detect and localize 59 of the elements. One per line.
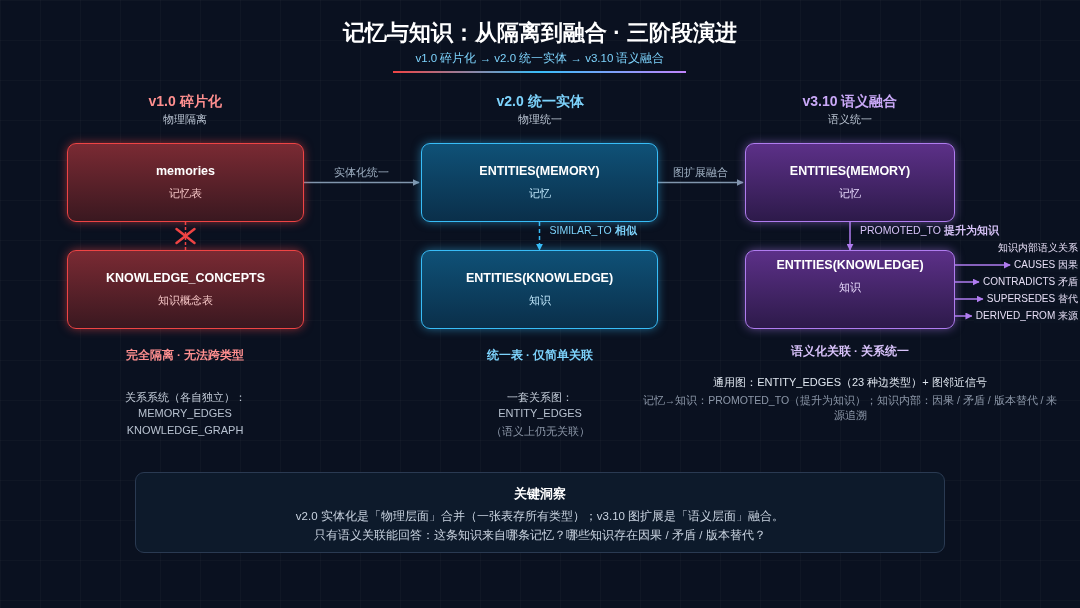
arrow — [303, 179, 420, 186]
edge-label: SIMILAR_TO 相似 — [548, 224, 638, 238]
table-box — [421, 143, 658, 222]
arrow — [954, 278, 980, 286]
column-subheading: 语义统一 — [828, 112, 872, 127]
box-subtitle: 记忆表 — [169, 186, 202, 201]
table-box — [67, 250, 304, 329]
column-heading: v2.0 统一实体 — [496, 93, 584, 111]
relation-label: DERIVED_FROM 来源 — [973, 309, 1078, 323]
box-title: ENTITIES(KNOWLEDGE) — [465, 271, 614, 285]
edge-label: 图扩展融合 — [672, 165, 729, 180]
dashed-line — [184, 221, 187, 251]
column-heading: v3.10 语义融合 — [802, 93, 898, 111]
relation-label: CONTRADICTS 矛盾 — [981, 275, 1078, 289]
box-subtitle: 知识 — [528, 293, 551, 308]
relation-label: SUPERSEDES 替代 — [984, 292, 1078, 306]
edge-label: PROMOTED_TO 提升为知识 — [859, 224, 1000, 238]
box-title: KNOWLEDGE_CONCEPTS — [105, 271, 265, 285]
box-title: ENTITIES(MEMORY) — [789, 164, 911, 178]
panel-heading: 关键洞察 — [514, 485, 566, 503]
table-box — [421, 250, 658, 329]
summary-text: 统一表 · 仅简单关联 — [486, 348, 594, 363]
box-subtitle: 记忆 — [839, 186, 861, 201]
table-box — [67, 143, 304, 222]
box-title: memories — [155, 164, 216, 178]
column-heading: v1.0 碎片化 — [148, 93, 222, 111]
title: 记忆与知识：从隔离到融合 · 三阶段演进 — [343, 19, 737, 47]
note-text: 一套关系图： — [507, 390, 573, 405]
box-title: ENTITIES(MEMORY) — [479, 164, 600, 178]
arrow — [954, 312, 973, 320]
column-subheading: 物理统一 — [518, 112, 562, 127]
table-box — [745, 143, 955, 222]
note-text: 关系系统（各自独立）： — [124, 390, 246, 405]
box-subtitle: 知识概念表 — [158, 293, 213, 308]
summary-text: 完全隔离 · 无法跨类型 — [125, 348, 245, 363]
subtitle: v1.0 碎片化 → v2.0 统一实体 → v3.10 语义融合 — [415, 51, 665, 66]
panel-text: v2.0 实体化是「物理层面」合并（一张表存所有类型）；v3.10 图扩展是「语义层面」融合。 — [295, 509, 785, 524]
group-heading: 知识内部语义关系 — [998, 241, 1078, 255]
arrow — [846, 221, 854, 251]
note-text: （语义上仍无关联） — [490, 424, 590, 439]
arrow — [954, 295, 984, 303]
relation-label: CAUSES 因果 — [1012, 258, 1078, 272]
box-subtitle: 记忆 — [528, 186, 551, 201]
summary-text: 语义化关联 · 关系统一 — [790, 344, 910, 359]
arrow — [954, 261, 1011, 269]
note-text: 通用图：ENTITY_EDGES（23 种边类型）+ 图邻近信号 — [713, 375, 987, 390]
note-text: 记忆→知识：PROMOTED_TO（提升为知识）；知识内部：因果 / 矛盾 / 版本替代 / 来源追溯 — [641, 393, 1059, 423]
box-title: ENTITIES(KNOWLEDGE) — [776, 258, 924, 272]
table-box — [745, 250, 955, 329]
note-text: KNOWLEDGE_GRAPH — [126, 424, 244, 436]
column-subheading: 物理隔离 — [163, 112, 207, 127]
edge-label: 实体化统一 — [333, 165, 390, 180]
note-text: MEMORY_EDGES — [138, 407, 232, 419]
insight-panel — [135, 472, 945, 553]
note-text: ENTITY_EDGES — [498, 407, 582, 419]
arrow — [536, 221, 543, 251]
box-subtitle: 知识 — [839, 280, 861, 295]
panel-text: 只有语义关联能回答：这条知识来自哪条记忆？哪些知识存在因果 / 矛盾 / 版本替代？ — [314, 528, 766, 543]
arrow — [657, 179, 744, 186]
